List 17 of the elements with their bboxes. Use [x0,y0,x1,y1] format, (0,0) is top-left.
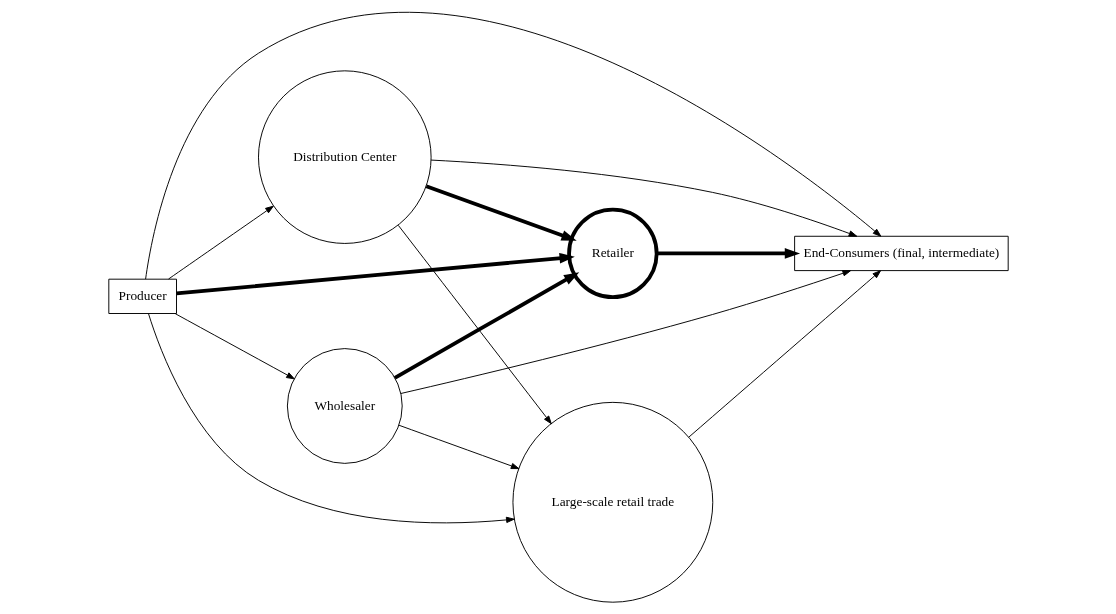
arrow [175,252,575,296]
arrow [430,159,857,237]
arrow [147,313,515,524]
arrow [398,424,519,470]
node-box: End-Consumers (final, intermediate) [793,235,1009,272]
arrow [144,12,881,280]
node-circle: Distribution Center [257,70,432,244]
arrow [399,270,851,394]
node-box: Producer [107,278,177,314]
arrow [656,248,800,259]
arrow [425,184,577,241]
arrow [393,272,579,380]
arrow [167,205,274,280]
arrow [687,270,881,438]
node-circle: Retailer [566,207,659,300]
arrow [397,224,552,425]
arrow [174,313,295,380]
